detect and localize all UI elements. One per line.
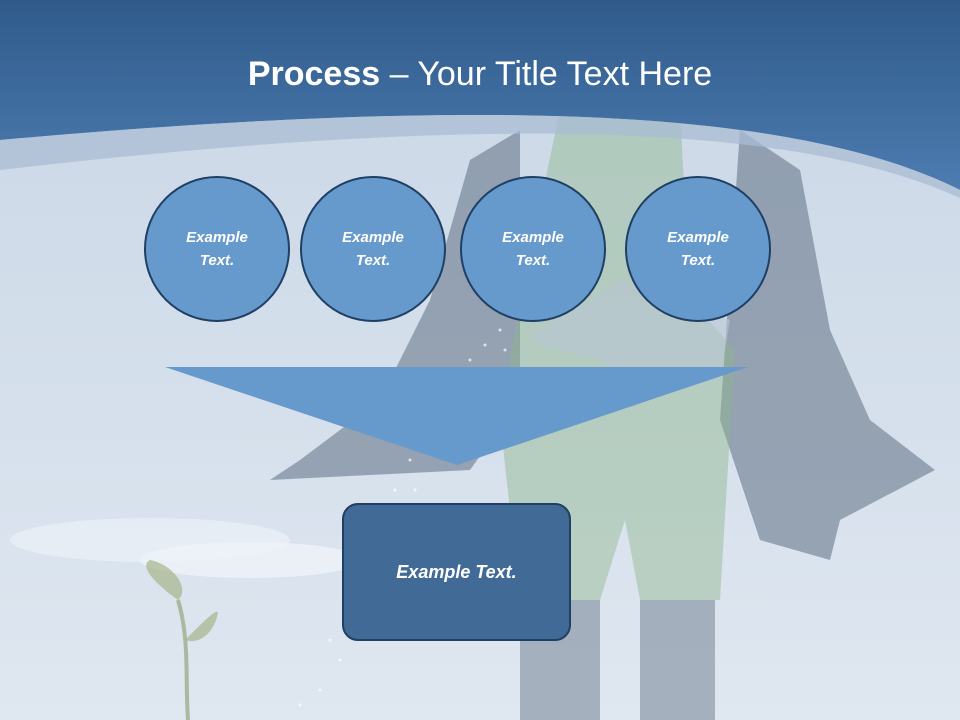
sprout-leaf <box>185 611 218 642</box>
slide-title: Process – Your Title Text Here <box>0 54 960 94</box>
title-bold: Process <box>247 55 381 93</box>
header-band <box>0 0 960 198</box>
result-label: Example Text. <box>396 561 517 582</box>
sprout-leaf <box>146 560 183 600</box>
sprout-stem <box>176 599 190 720</box>
title-rest: – Your Title Text Here <box>380 55 713 93</box>
funnel-arrow <box>165 367 748 465</box>
cape-shape <box>720 130 935 560</box>
cloud-shape <box>140 542 360 578</box>
result-box[interactable]: Example Text. <box>342 503 571 641</box>
